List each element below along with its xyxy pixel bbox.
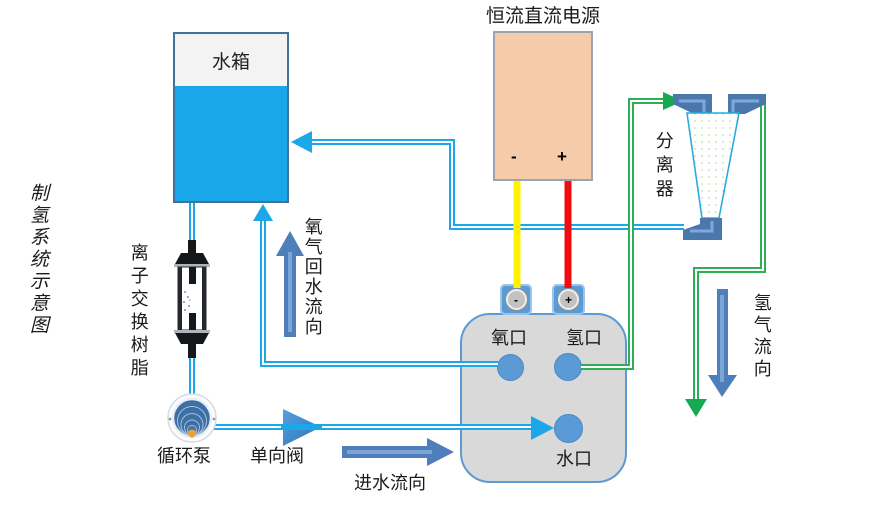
resin-label: 离子交换树脂: [128, 243, 149, 381]
hydrogen-port-label: 氢口: [566, 328, 602, 348]
separator-label: 分离器: [653, 131, 674, 203]
power-supply-box: - +: [493, 31, 593, 181]
separator-inlet-arrow: [663, 92, 683, 110]
hydrogen-flow-label: 氢气流向: [751, 293, 772, 381]
negative-terminal-symbol: -: [505, 289, 527, 310]
water-port-circle: [554, 414, 583, 443]
inlet-flow-arrow: [342, 438, 454, 466]
positive-terminal: +: [552, 284, 585, 315]
power-supply-label: 恒流直流电源: [486, 6, 601, 27]
tank-return-arrow: [291, 131, 312, 153]
oxygen-port-label: 氧口: [491, 328, 527, 348]
circulation-pump: [167, 393, 217, 443]
water-tank: 水箱: [173, 32, 289, 203]
pump-label: 循环泵: [157, 446, 211, 466]
negative-terminal: -: [500, 284, 532, 315]
ion-exchange-resin: [174, 240, 210, 358]
water-port-label: 水口: [556, 449, 592, 469]
hydrogen-flow-arrow: [708, 289, 737, 397]
oxygen-return-flow-label: 氧气回水流向: [302, 217, 323, 337]
tank-bottom-arrow: [253, 204, 273, 221]
inlet-flow-label: 进水流向: [354, 473, 426, 493]
oxygen-return-flow-arrow: [276, 231, 304, 337]
power-minus-sign: -: [511, 147, 517, 166]
check-valve-label: 单向阀: [250, 446, 304, 466]
oxygen-port-circle: [497, 354, 524, 381]
positive-terminal-symbol: +: [558, 289, 579, 310]
diagram-title: 制氢系统示意图: [26, 183, 48, 337]
hydrogen-out-arrow: [685, 399, 707, 417]
water-tank-label: 水箱: [211, 52, 250, 73]
power-plus-sign: +: [557, 147, 567, 166]
water-fill: [175, 86, 287, 201]
separator-shape: [673, 94, 766, 240]
check-valve-triangle: [283, 409, 321, 446]
hydrogen-port-circle: [554, 353, 582, 381]
